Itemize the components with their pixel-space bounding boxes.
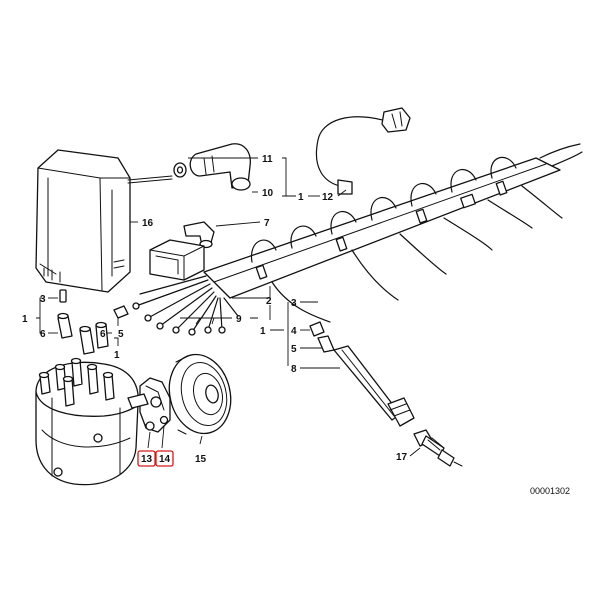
distributor	[35, 357, 139, 486]
wiring-harness	[132, 143, 583, 336]
part-labels: 1 3 6 5 6 1 11 10 1 12 7 16 2 9 1 3 4 5 …	[22, 154, 570, 496]
label-1-top: 1	[298, 192, 304, 203]
label-17: 17	[396, 452, 408, 463]
label-3-right: 3	[291, 298, 297, 309]
boot-parts	[173, 143, 251, 249]
label-10: 10	[262, 188, 274, 199]
label-12: 12	[322, 192, 334, 203]
plug-connector	[309, 321, 415, 427]
highlight-box-13	[137, 450, 156, 467]
connector-block	[149, 239, 205, 281]
sensor-cable	[315, 107, 411, 195]
label-5-mid: 5	[118, 329, 124, 340]
label-15: 15	[195, 454, 207, 465]
label-2: 2	[266, 296, 272, 307]
leader-lines	[36, 157, 421, 457]
label-1-right: 1	[260, 326, 266, 337]
label-6-left: 6	[40, 329, 46, 340]
ignition-coil	[35, 149, 173, 293]
label-4: 4	[291, 326, 297, 337]
label-5-right: 5	[291, 344, 297, 355]
label-3-left: 3	[40, 294, 46, 305]
spark-plug	[413, 429, 463, 467]
label-9: 9	[236, 314, 242, 325]
label-6-mid: 6	[100, 329, 106, 340]
label-1-mid: 1	[114, 350, 120, 361]
label-13: 13	[141, 454, 153, 465]
label-7: 7	[264, 218, 270, 229]
rotor-bracket	[127, 377, 171, 433]
label-8: 8	[291, 364, 297, 375]
label-16: 16	[142, 218, 154, 229]
pulley	[168, 353, 232, 435]
left-terminals	[57, 289, 129, 355]
highlight-box-14	[155, 450, 174, 467]
label-11: 11	[262, 154, 273, 165]
diagram-code: 00001302	[530, 486, 570, 496]
label-14: 14	[159, 454, 171, 465]
label-1-left: 1	[22, 314, 28, 325]
